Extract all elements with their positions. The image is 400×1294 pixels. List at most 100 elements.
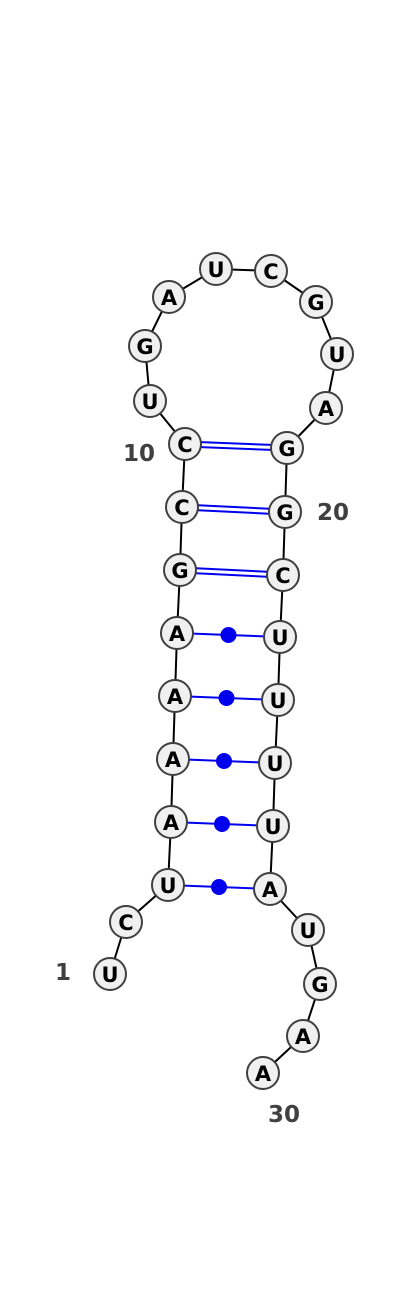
nucleotide-circle: [168, 427, 202, 461]
nucleotide-letter: C: [263, 260, 278, 284]
nucleotide-28: G: [303, 967, 337, 1001]
nucleotide-24: U: [258, 746, 292, 780]
nucleotide-letter: A: [163, 811, 180, 835]
canonical-pair-line: [201, 441, 272, 446]
nucleotide-letter: A: [167, 685, 184, 709]
nucleotide-circle: [165, 490, 199, 524]
nucleotide-circle: [246, 1056, 280, 1090]
wobble-pair-dot: [218, 690, 235, 706]
wobble-pair-dot: [216, 753, 232, 769]
position-label-30: 30: [268, 1102, 300, 1128]
nucleotide-letter: A: [165, 748, 182, 772]
wobble-pair-dot: [211, 879, 227, 895]
nucleotide-letter: G: [171, 559, 188, 583]
base-pair-canonical: [200, 441, 272, 451]
nucleotide-circle: [156, 742, 190, 776]
nucleotide-circle: [263, 620, 297, 654]
base-pair-wobble: [188, 753, 260, 769]
nucleotide-2: C: [109, 905, 143, 939]
nucleotide-letter: U: [159, 874, 176, 898]
nucleotide-20: G: [268, 495, 302, 529]
nucleotide-circle: [152, 280, 186, 314]
nucleotide-13: A: [152, 280, 186, 314]
nucleotide-circle: [303, 967, 337, 1001]
wobble-pair-dot: [214, 816, 230, 832]
nucleotide-circle: [309, 391, 343, 425]
nucleotide-3: U: [151, 868, 185, 902]
position-label-1: 1: [55, 960, 71, 986]
base-pair-wobble: [186, 816, 258, 832]
nucleotide-letter: C: [275, 564, 290, 588]
nucleotide-circle: [160, 616, 194, 650]
nucleotide-letter: G: [307, 291, 324, 315]
nucleotide-circle: [286, 1019, 320, 1053]
canonical-pair-line: [196, 567, 268, 573]
nucleotide-letter: U: [266, 752, 283, 776]
nucleotide-circle: [254, 254, 288, 288]
base-pair-wobble: [183, 879, 255, 895]
nucleotide-letter: U: [269, 689, 286, 713]
nucleotide-letter: G: [276, 501, 293, 525]
nucleotide-circle: [320, 337, 354, 371]
nucleotide-18: A: [309, 391, 343, 425]
nucleotide-circle: [261, 683, 295, 717]
nucleotide-letter: A: [161, 286, 178, 310]
nucleotide-letter: U: [328, 343, 345, 367]
canonical-pair-line: [200, 446, 271, 451]
nucleotide-1: U: [93, 957, 127, 991]
nucleotide-10: C: [168, 427, 202, 461]
nucleotide-circle: [299, 285, 333, 319]
nucleotide-19: G: [270, 431, 304, 465]
position-label-10: 10: [123, 441, 155, 467]
base-pair-canonical: [197, 504, 270, 515]
nucleotide-letter: U: [264, 815, 281, 839]
base-pair-wobble: [192, 627, 265, 643]
nucleotide-circle: [291, 913, 325, 947]
nucleotide-circle: [154, 805, 188, 839]
nucleotide-letter: A: [262, 878, 279, 902]
base-pair-layer: [183, 441, 272, 895]
nucleotide-14: U: [199, 252, 233, 286]
nucleotide-circle: [158, 679, 192, 713]
nucleotide-letter: A: [255, 1062, 272, 1086]
nucleotide-25: U: [256, 809, 290, 843]
nucleotide-6: A: [158, 679, 192, 713]
nucleotide-letter: U: [207, 258, 224, 282]
nucleotide-5: A: [156, 742, 190, 776]
nucleotide-circle: [256, 809, 290, 843]
nucleotide-letter: C: [177, 433, 192, 457]
nucleotide-circle: [199, 252, 233, 286]
nucleotide-circle: [128, 329, 162, 363]
canonical-pair-line: [197, 509, 269, 515]
nucleotide-15: C: [254, 254, 288, 288]
nucleotide-circle: [133, 384, 167, 418]
nucleotide-4: A: [154, 805, 188, 839]
nucleotide-circle: [253, 872, 287, 906]
canonical-pair-line: [195, 572, 267, 578]
nucleotide-29: A: [286, 1019, 320, 1053]
nucleotide-17: U: [320, 337, 354, 371]
nucleotide-circle: [163, 553, 197, 587]
nucleotide-23: U: [261, 683, 295, 717]
nucleotide-8: G: [163, 553, 197, 587]
nucleotide-letter: U: [299, 919, 316, 943]
nucleotide-circle: [258, 746, 292, 780]
nucleotide-letter: G: [311, 973, 328, 997]
nucleotide-21: C: [266, 558, 300, 592]
nucleotide-letter: A: [318, 397, 335, 421]
base-pair-wobble: [190, 690, 263, 706]
wobble-pair-dot: [220, 627, 237, 643]
nucleotide-letter: A: [295, 1025, 312, 1049]
canonical-pair-line: [198, 504, 270, 510]
nucleotide-letter: C: [174, 496, 189, 520]
nucleotide-letter: U: [271, 626, 288, 650]
nucleotide-circle: [93, 957, 127, 991]
nucleotide-circle: [266, 558, 300, 592]
nucleotide-circle: [270, 431, 304, 465]
nucleotide-circle: [151, 868, 185, 902]
nucleotide-12: G: [128, 329, 162, 363]
nucleotide-7: A: [160, 616, 194, 650]
